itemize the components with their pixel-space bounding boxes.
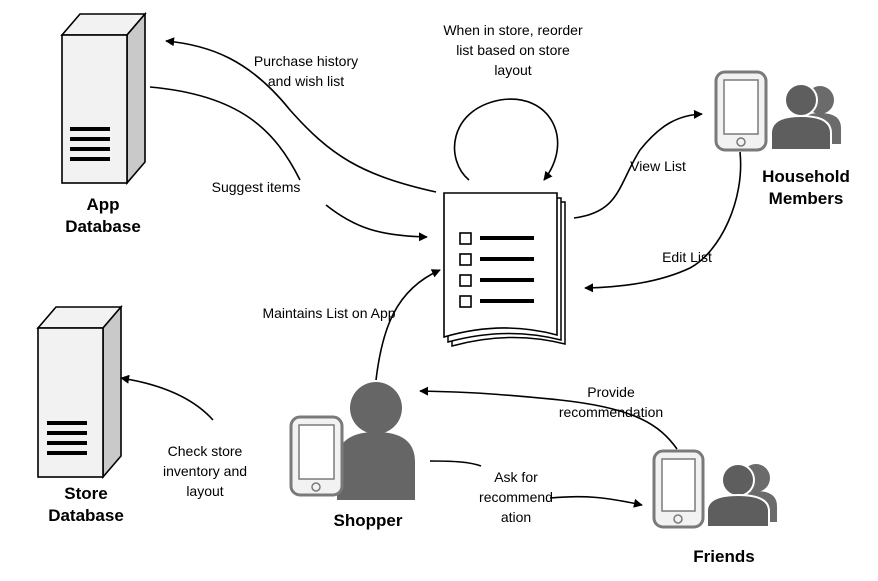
view-list-label: View List	[630, 158, 686, 174]
suggest-items-arrow	[325, 204, 428, 242]
app-database-server-icon	[60, 11, 147, 186]
check-store-label-line1: Check store	[168, 443, 243, 459]
friends-phone-icon	[652, 449, 705, 529]
shopper-ask-curve	[429, 460, 482, 467]
maintains-list-arrow	[375, 269, 441, 381]
ask-recommendation-label-line2: recommend	[479, 489, 553, 505]
provide-recommendation-label-line1: Provide	[587, 384, 635, 400]
ask-recommendation-label-line3: ation	[501, 509, 531, 525]
shopper-person-icon	[337, 382, 415, 500]
store-database-label-line1: Store	[64, 484, 107, 503]
reorder-loop-arrow	[453, 98, 559, 181]
friends-label: Friends	[693, 547, 754, 566]
purchase-history-label-line1: Purchase history	[254, 53, 358, 69]
view-list-arrow	[573, 109, 703, 219]
check-store-arrow	[120, 374, 214, 421]
suggest-items-label: Suggest items	[212, 179, 301, 195]
app-database-label-line1: App	[86, 195, 119, 214]
provide-recommendation-label-line2: recommendation	[559, 404, 663, 420]
reorder-label-line3: layout	[494, 62, 531, 78]
shopper-phone-icon	[289, 415, 344, 497]
shopper-label: Shopper	[334, 511, 403, 530]
purchase-history-arrow	[165, 37, 437, 193]
shopping-list-document-icon	[443, 192, 566, 347]
household-members-label-line1: Household	[762, 167, 850, 186]
ask-recommendation-label-line1: Ask for	[494, 469, 538, 485]
edit-list-label: Edit List	[662, 249, 712, 265]
store-database-label-line2: Database	[48, 506, 124, 525]
reorder-label-line2: list based on store	[456, 42, 570, 58]
check-store-label-line3: layout	[186, 483, 223, 499]
household-phone-icon	[714, 70, 768, 152]
store-database-server-icon	[36, 304, 123, 480]
purchase-history-label-line2: and wish list	[268, 73, 344, 89]
maintains-list-label: Maintains List on App	[262, 305, 395, 321]
provide-recommendation-arrow	[419, 386, 678, 450]
app-db-suggest-curve	[149, 86, 301, 181]
reorder-label-line1: When in store, reorder	[443, 22, 583, 38]
household-people-group-icon	[770, 83, 841, 151]
ask-recommendation-arrow	[549, 495, 643, 508]
household-members-label-line2: Members	[769, 189, 844, 208]
app-database-label-line2: Database	[65, 217, 141, 236]
check-store-label-line2: inventory and	[163, 463, 247, 479]
edit-list-arrow	[584, 151, 742, 293]
friends-people-group-icon	[706, 463, 777, 528]
